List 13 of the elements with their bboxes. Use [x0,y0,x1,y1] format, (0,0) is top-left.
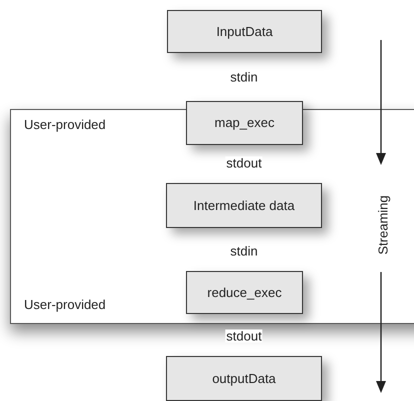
process-box: Intermediate data [166,183,322,228]
process-box: outputData [166,356,322,401]
stream-label: stdout [225,330,263,342]
process-box: map_exec [186,101,303,145]
user-provided-panel [10,109,414,324]
process-box: reduce_exec [186,271,303,314]
stream-label: stdin [229,70,259,84]
process-box: InputData [167,10,322,53]
stream-label: stdout [225,156,263,170]
panel-label: User-provided [24,118,106,131]
vertical-label: Streaming [376,194,390,256]
panel-label: User-provided [24,298,106,311]
stream-label: stdin [229,244,259,258]
